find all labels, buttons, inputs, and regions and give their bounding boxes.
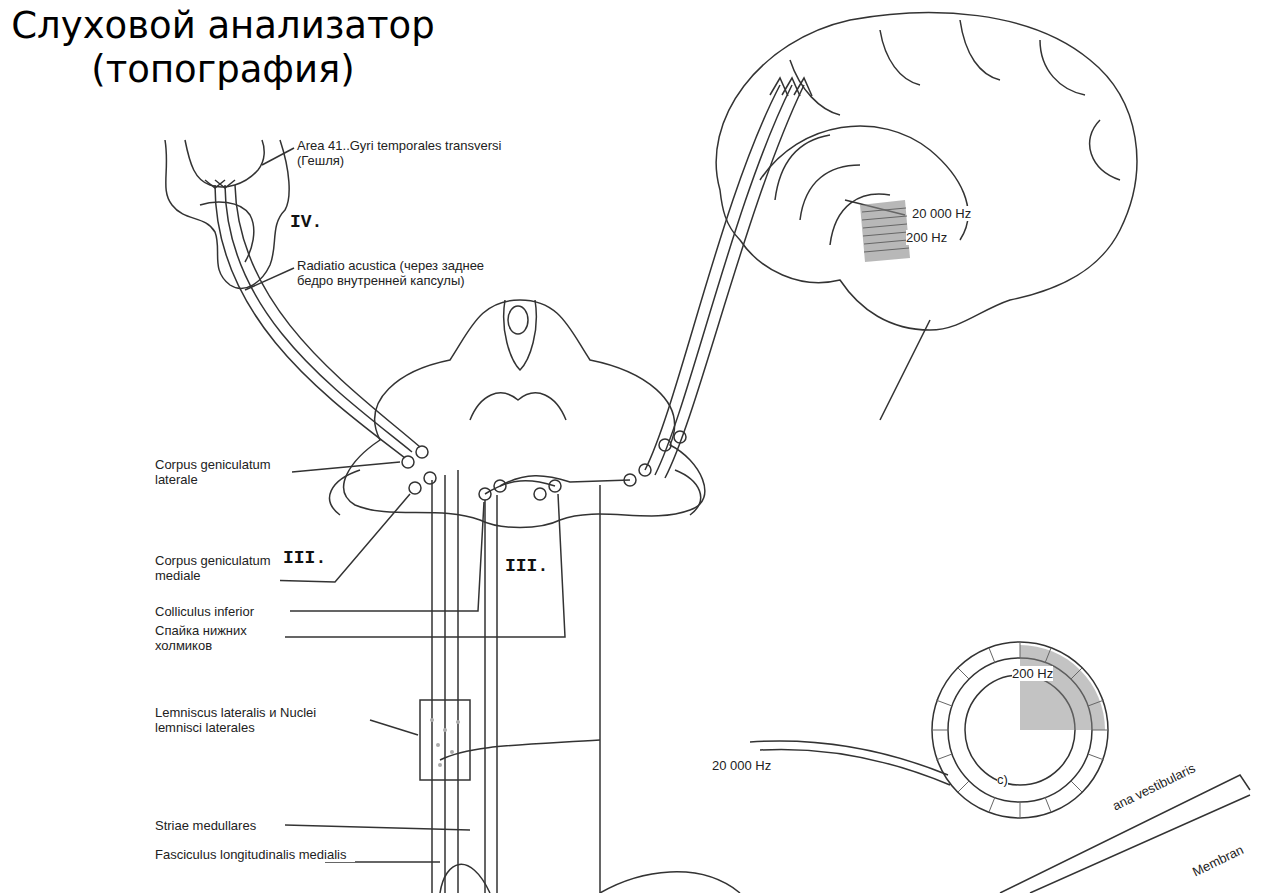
illustration-part bbox=[932, 642, 1108, 818]
illustration-part bbox=[500, 476, 630, 486]
anatomy-label: 200 Hz bbox=[1012, 666, 1053, 681]
slide-title: Слуховой анализатор (топография) bbox=[8, 4, 438, 92]
illustration-part bbox=[790, 20, 1120, 180]
illustration-part bbox=[436, 743, 440, 747]
illustration-part bbox=[880, 320, 930, 420]
illustration-part bbox=[600, 872, 740, 893]
callout-number: III. bbox=[505, 556, 548, 576]
illustration-part bbox=[402, 456, 414, 468]
illustration-part bbox=[292, 462, 400, 472]
illustration-part bbox=[344, 300, 705, 528]
anatomy-label: Lemniscus lateralis и Nuclei lemnisci la… bbox=[155, 705, 365, 735]
anatomy-label: 200 Hz bbox=[906, 230, 947, 245]
anatomy-label: Fasciculus longitudinalis medialis bbox=[155, 847, 355, 862]
illustration-part bbox=[860, 200, 1105, 730]
illustration-part bbox=[450, 750, 454, 754]
illustration-part bbox=[508, 306, 528, 334]
illustration-part bbox=[750, 741, 948, 775]
illustration-part bbox=[420, 700, 470, 780]
illustration-part bbox=[716, 13, 1137, 330]
illustration-part bbox=[1020, 645, 1105, 730]
illustration-part bbox=[440, 864, 490, 893]
illustration-part bbox=[235, 185, 420, 447]
illustration-part bbox=[205, 180, 235, 188]
illustration-part bbox=[165, 13, 1250, 893]
illustration-part bbox=[456, 720, 460, 724]
illustration-part bbox=[285, 494, 565, 637]
illustration-part bbox=[225, 185, 412, 452]
illustration-part bbox=[262, 148, 294, 165]
illustration-part bbox=[932, 642, 1108, 818]
illustration-part bbox=[770, 78, 812, 96]
illustration-part bbox=[409, 482, 421, 494]
illustration-part bbox=[430, 718, 460, 767]
anatomy-label: Membran bbox=[1190, 842, 1246, 880]
illustration-part bbox=[860, 200, 910, 262]
illustration-part bbox=[370, 720, 418, 735]
illustration-part bbox=[285, 825, 470, 830]
anatomy-label: c) bbox=[997, 772, 1008, 787]
anatomy-label: Corpus geniculatum laterale bbox=[155, 457, 290, 487]
anatomy-label: Corpus geniculatum mediale bbox=[155, 553, 280, 583]
illustration-part bbox=[443, 728, 447, 732]
illustration-part bbox=[645, 85, 804, 478]
anatomy-label: 20 000 Hz bbox=[712, 758, 771, 773]
illustration-part bbox=[416, 446, 428, 458]
callout-number: IV. bbox=[290, 212, 322, 232]
illustration-part bbox=[330, 470, 701, 515]
illustration-part bbox=[470, 393, 566, 420]
illustration-part bbox=[245, 268, 294, 290]
illustration-part bbox=[485, 481, 555, 494]
illustration-part bbox=[599, 485, 601, 893]
illustration-part bbox=[440, 740, 600, 760]
anatomy-label: Radiatio acustica (через заднее бедро вн… bbox=[297, 258, 502, 288]
illustration-part bbox=[862, 208, 909, 252]
anatomy-label: 20 000 Hz bbox=[912, 206, 971, 221]
anatomy-label: ana vestibularis bbox=[1110, 760, 1198, 813]
illustration-part bbox=[504, 300, 537, 370]
anatomy-label: Спайка нижних холмиков bbox=[155, 623, 285, 653]
illustration-part bbox=[262, 494, 410, 582]
anatomy-label: Striae medullares bbox=[155, 818, 256, 833]
illustration-part bbox=[438, 763, 442, 767]
illustration-part bbox=[534, 488, 546, 500]
anatomy-label: Area 41..Gyri temporales transversi (Геш… bbox=[297, 138, 502, 168]
illustration-part bbox=[430, 718, 434, 722]
callout-number: III. bbox=[283, 548, 326, 568]
illustration-part bbox=[215, 185, 405, 458]
illustration-part bbox=[862, 208, 1108, 818]
illustration-part bbox=[485, 495, 497, 893]
illustration-part bbox=[424, 472, 436, 484]
anatomy-label: Colliculus inferior bbox=[155, 604, 254, 619]
illustration-part bbox=[760, 749, 950, 785]
